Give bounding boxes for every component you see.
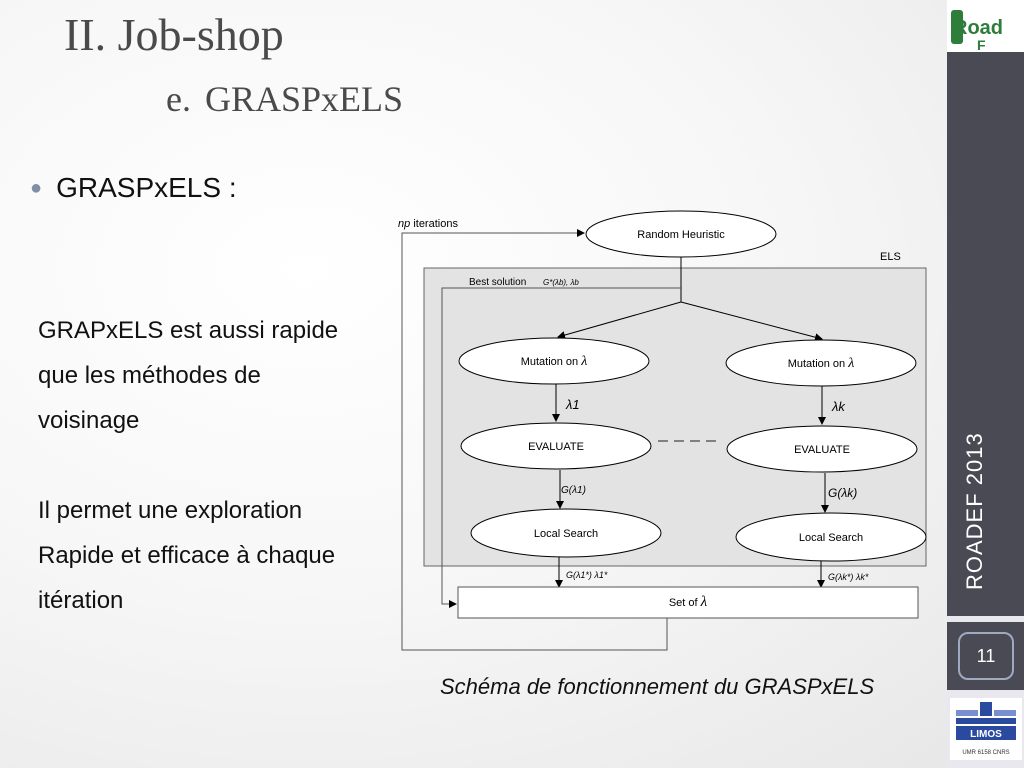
- paragraph-line: que les méthodes de: [38, 362, 261, 389]
- mutation-node-right: [725, 339, 917, 387]
- np-loop-line: [401, 229, 668, 651]
- evaluate-node-right: [726, 425, 918, 473]
- paragraph-line: Rapide et efficace à chaque: [38, 542, 336, 569]
- paragraph-line: GRAPxELS est aussi rapide: [38, 317, 339, 344]
- random-heuristic-label: Random Heuristic: [637, 229, 725, 241]
- bullet-item: ● GRASPxELS :: [30, 172, 237, 204]
- roadef-logo-text: Road: [953, 17, 1003, 39]
- local-search-label-right: Local Search: [799, 532, 863, 544]
- local-search-label-left: Local Search: [534, 528, 598, 540]
- paragraph-line: voisinage: [38, 407, 140, 434]
- roadef-logo: Road F: [951, 10, 1003, 52]
- conference-label: ROADEF 2013: [962, 432, 987, 590]
- limos-logo: LIMOS UMR 6158 CNRS: [950, 698, 1022, 760]
- set-of-lambda-label: Set of λ: [669, 594, 708, 610]
- local-search-node-left: [470, 508, 662, 558]
- paragraph-line: itération: [38, 587, 124, 614]
- els-label: ELS: [880, 251, 901, 263]
- evaluate-label-right: EVALUATE: [794, 444, 850, 456]
- diagram-caption: Schéma de fonctionnement du GRASPxELS: [440, 674, 875, 699]
- g-lambda-1-label: G(λ1): [561, 485, 586, 496]
- slide-title: II. Job-shop: [64, 9, 284, 60]
- lambda-k-label: λk: [831, 399, 846, 414]
- best-solution-formula: G*(λb), λb: [543, 278, 579, 287]
- mutation-label-left: Mutation on λ: [521, 354, 588, 369]
- limos-logo-text: LIMOS: [970, 729, 1002, 740]
- g-lambda-k-label: G(λk): [828, 486, 857, 500]
- paragraph-exploration: Il permet une exploration Rapide et effi…: [38, 488, 398, 623]
- bullet-dot-icon: ●: [30, 176, 43, 199]
- bullet-text: GRASPxELS :: [56, 172, 237, 203]
- mutation-label-right: Mutation on λ: [788, 356, 855, 371]
- mutation-node-left: [458, 337, 650, 385]
- subtitle-text: GRASPxELS: [204, 79, 404, 119]
- slide-subtitle: e. GRASPxELS: [166, 78, 403, 120]
- best-solution-arrow: [441, 287, 681, 608]
- best-solution-label: Best solution: [469, 277, 526, 288]
- subtitle-number: e.: [166, 79, 191, 119]
- evaluate-label-left: EVALUATE: [528, 441, 584, 453]
- limos-logo-subtext: UMR 6158 CNRS: [962, 750, 1009, 756]
- set-of-lambda-box: [457, 586, 919, 619]
- local-search-node-right: [735, 512, 927, 562]
- graspxels-diagram: np iterations ELS Random Heuristic Best …: [398, 210, 927, 651]
- paragraph-speed: GRAPxELS est aussi rapide que les méthod…: [38, 308, 398, 443]
- np-label: np iterations: [398, 218, 458, 230]
- evaluate-node-left: [460, 422, 652, 470]
- lambda-1-label: λ1: [565, 397, 580, 412]
- slide-number: 11: [958, 632, 1014, 680]
- roadef-logo-letters: F: [977, 37, 986, 52]
- paragraph-line: Il permet une exploration: [38, 497, 303, 524]
- g-star-1-label: G(λ1*) λ1*: [566, 570, 608, 580]
- g-star-k-label: G(λk*) λk*: [828, 572, 869, 582]
